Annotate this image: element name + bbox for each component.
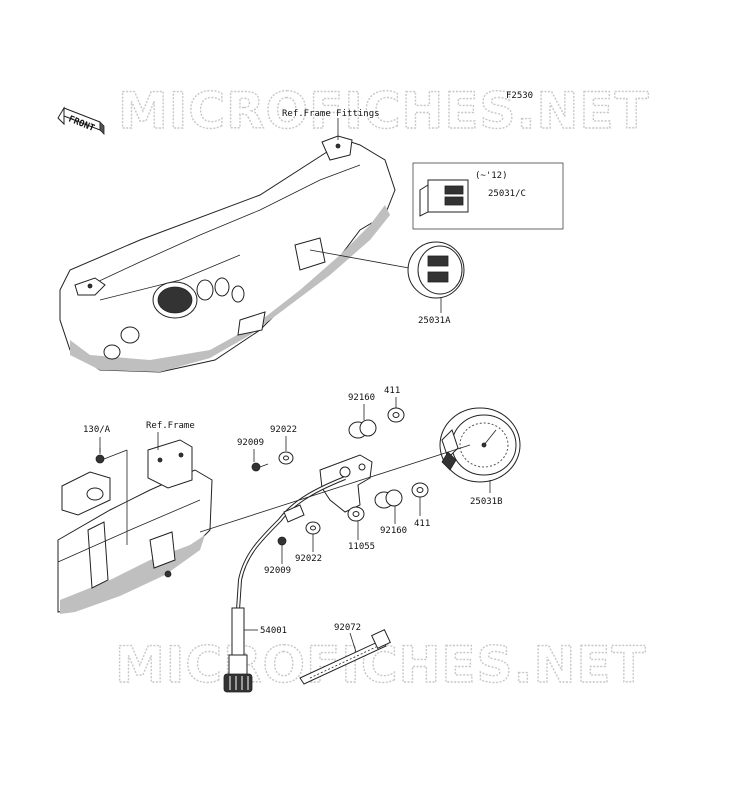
label-25031b: 25031B [470,497,503,507]
part-11055-icon [347,506,365,522]
part-92072-icon [299,629,391,685]
label-ref-frame: Ref.Frame [146,421,195,431]
label-54001: 54001 [260,626,287,636]
label-year-note: (~'12) [475,171,508,181]
label-11055: 11055 [348,542,375,552]
part-54001-icon [223,476,346,693]
part-25031a-icon [407,241,465,299]
label-92022-bottom: 92022 [295,554,322,564]
figure-code: F2530 [506,91,533,101]
label-ref-frame-fittings: Ref.Frame Fittings [282,109,380,119]
label-92072: 92072 [334,623,361,633]
front-arrow-icon: FRONT [57,106,105,135]
label-92009-top: 92009 [237,438,264,448]
label-92009-bottom: 92009 [264,566,291,576]
part-411-bottom-icon [411,482,429,498]
part-92009-top-icon [251,462,269,472]
part-92022-top-icon [278,451,294,465]
label-92160-top: 92160 [348,393,375,403]
part-25031c-icon [419,179,469,217]
label-130a: 130/A [83,425,111,435]
meter-bracket-icon [319,454,373,513]
label-25031a: 25031A [418,316,451,326]
part-92160-top-icon [348,419,377,439]
watermark-top: MICROFICHES.NET [118,82,650,140]
part-92009-bottom-icon [277,536,287,546]
part-92022-bottom-icon [305,521,321,535]
part-92160-bottom-icon [374,489,403,509]
frame-assembly [57,439,213,614]
cowl-assembly [59,135,396,373]
label-25031c: 25031/C [488,189,526,199]
label-411-bottom: 411 [414,519,430,529]
label-411-top: 411 [384,386,400,396]
part-25031b-icon [439,407,521,483]
part-411-top-icon [387,407,405,423]
label-92022-top: 92022 [270,425,297,435]
label-92160-bottom: 92160 [380,526,407,536]
